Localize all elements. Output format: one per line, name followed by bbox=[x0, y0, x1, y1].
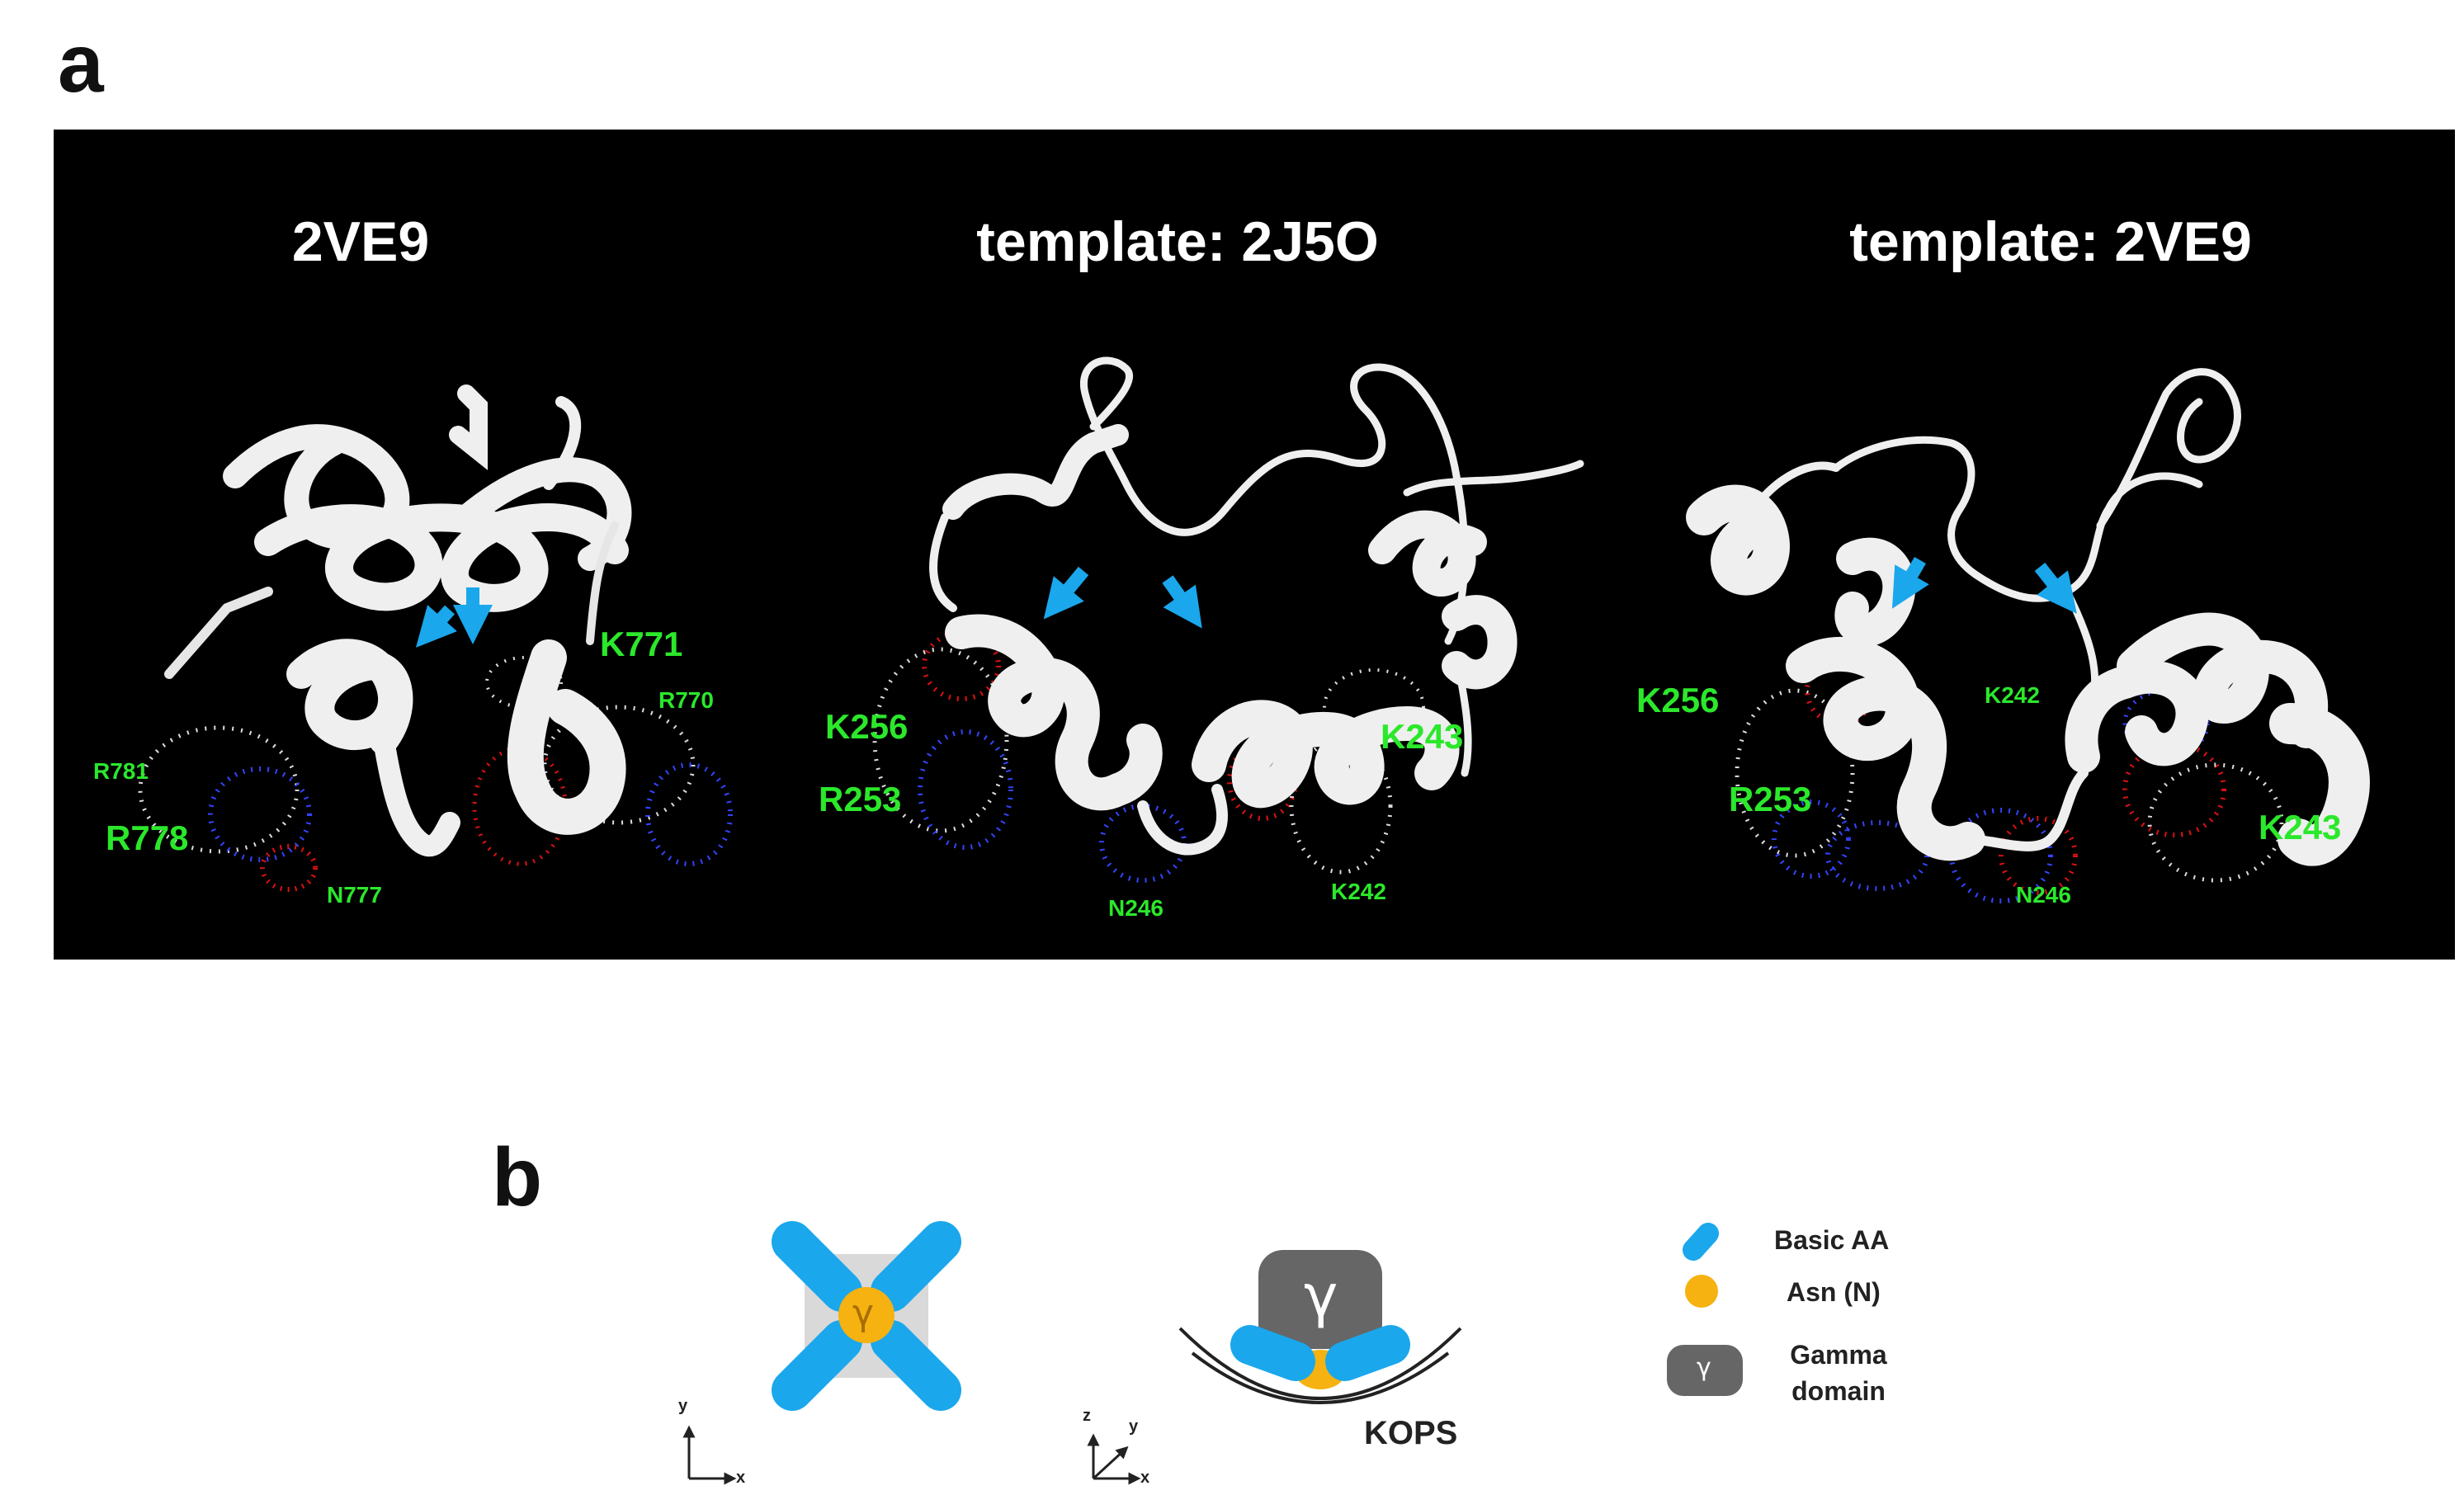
structure-2-ribbon bbox=[929, 356, 1584, 856]
structure-renderings bbox=[138, 356, 2370, 903]
residue-label: K242 bbox=[1985, 682, 2040, 708]
residue-label: N777 bbox=[327, 882, 382, 908]
residue-label: R770 bbox=[658, 687, 714, 713]
residue-label: R253 bbox=[1729, 780, 1812, 818]
legend-label-asn: Asn (N) bbox=[1787, 1277, 1881, 1307]
residue-label: K243 bbox=[1381, 717, 1464, 756]
panel-a-letter: a bbox=[58, 17, 104, 110]
gamma-symbol: γ bbox=[1697, 1353, 1711, 1382]
top-view-diagram bbox=[772, 1221, 961, 1411]
axis-label-x: x bbox=[1140, 1469, 1150, 1487]
panel-b-letter: b bbox=[492, 1131, 543, 1224]
gamma-symbol: γ bbox=[1304, 1262, 1338, 1330]
basic-aa-shape bbox=[1325, 1325, 1410, 1381]
structure-1-title: 2VE9 bbox=[291, 210, 430, 273]
basic-aa-shape bbox=[772, 1320, 862, 1411]
legend-icons bbox=[1667, 1223, 1743, 1396]
basic-aa-shape bbox=[871, 1320, 961, 1411]
residue-label: K256 bbox=[1636, 681, 1720, 719]
axis-label-y: y bbox=[678, 1397, 688, 1415]
axis-label-y: y bbox=[1129, 1417, 1139, 1436]
structure-3-title: template: 2VE9 bbox=[1849, 210, 2252, 273]
axis-label-z: z bbox=[1083, 1407, 1091, 1425]
basic-aa-shape bbox=[871, 1221, 961, 1312]
side-view-diagram bbox=[1178, 1250, 1462, 1404]
structure-1-arrows bbox=[416, 587, 493, 648]
structure-2-title: template: 2J5O bbox=[976, 210, 1379, 273]
basic-aa-icon bbox=[1683, 1223, 1719, 1261]
residue-label: K771 bbox=[600, 625, 683, 663]
residue-label: K243 bbox=[2259, 808, 2342, 847]
legend-label-gamma-domain: Gamma domain bbox=[1790, 1340, 1887, 1406]
structure-1-ribbon bbox=[164, 384, 632, 857]
top-view-axes bbox=[682, 1425, 737, 1485]
asn-icon bbox=[1685, 1275, 1718, 1308]
gamma-domain-icon bbox=[1667, 1345, 1743, 1396]
residue-label: R253 bbox=[819, 780, 902, 818]
basic-aa-shape bbox=[1230, 1325, 1315, 1381]
structure-3-ribbon bbox=[1686, 368, 2370, 866]
basic-aa-shape bbox=[772, 1221, 862, 1312]
residue-label: R781 bbox=[93, 758, 149, 784]
structure-panel: 2VE9 template: 2J5O template: 2VE9 K771 … bbox=[54, 130, 2455, 960]
residue-label: K256 bbox=[825, 707, 909, 746]
structure-3-arrows bbox=[1891, 556, 2077, 614]
kops-label: KOPS bbox=[1364, 1415, 1458, 1451]
legend-label-basic-aa: Basic AA bbox=[1774, 1225, 1890, 1255]
residue-label: N246 bbox=[1108, 895, 1164, 921]
structure-2-arrows bbox=[1043, 566, 1202, 629]
residue-label: R778 bbox=[106, 818, 189, 857]
residue-label: N246 bbox=[2016, 882, 2071, 908]
gamma-symbol: γ bbox=[852, 1292, 875, 1334]
side-view-axes bbox=[1087, 1433, 1141, 1485]
residue-label: K242 bbox=[1331, 879, 1386, 904]
asn-shape bbox=[838, 1287, 894, 1343]
axis-label-x: x bbox=[736, 1469, 746, 1487]
